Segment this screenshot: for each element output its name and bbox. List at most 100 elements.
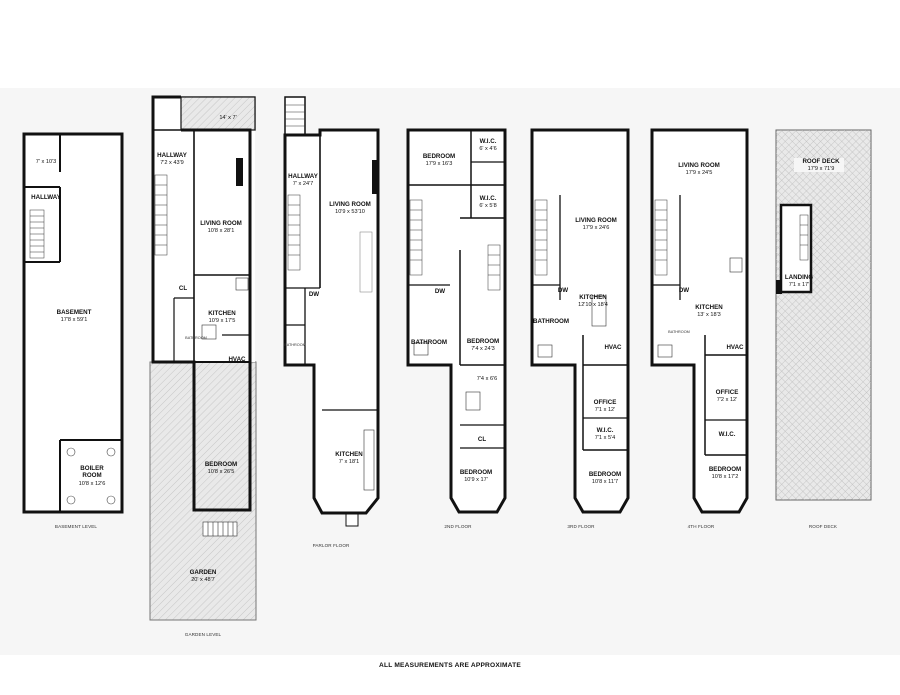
- tub-icon: [201, 324, 217, 340]
- room-dims-label: 17'9 x 24'6: [583, 225, 610, 231]
- fireplace: [236, 158, 243, 186]
- room-dims-label: 7' x 10'3: [36, 159, 57, 165]
- stair-icon: [654, 199, 668, 276]
- boiler-name-line1: BOILER: [80, 465, 104, 472]
- room-name-label: HALLWAY: [288, 173, 319, 180]
- room-name-label: BASEMENT: [57, 309, 92, 316]
- room-dims-label: 12'10 x 18'4: [578, 302, 608, 308]
- room-dims-label: 14' x 7': [219, 115, 236, 121]
- third-floor-outline: [530, 128, 630, 514]
- room-dims-label: 7' x 24'7: [293, 181, 314, 187]
- fourth-floor-plan: LIVING ROOM 17'9 x 24'5 DW KITCHEN 13' x…: [650, 128, 749, 529]
- entry-stoop: [284, 96, 306, 136]
- room-dims-label: 7'1 x 17': [789, 282, 810, 288]
- room-dims-label: 10'9 x 17': [464, 477, 488, 483]
- room-name-label: BEDROOM: [589, 471, 621, 478]
- boiler-icons: [66, 447, 116, 505]
- room-name-label: KITCHEN: [695, 304, 723, 311]
- room-dims-label: 7'1 x 12': [595, 407, 616, 413]
- room-name-label: ROOF DECK: [802, 158, 840, 165]
- room-name-label: HVAC: [228, 356, 246, 363]
- tub-icon: [413, 342, 429, 356]
- room-name-label: LANDING: [785, 274, 813, 281]
- room-dims-label: 10'8 x 17'2: [712, 474, 739, 480]
- room-dims-label: 7'4 x 24'3: [471, 346, 495, 352]
- floor-level-label: BASEMENT LEVEL: [55, 524, 98, 529]
- roof-label-bg: [794, 158, 844, 172]
- room-dims-label: 13' x 18'3: [697, 312, 721, 318]
- room-name-label: DW: [558, 287, 568, 294]
- room-name-label: BEDROOM: [205, 461, 237, 468]
- room-dims-label: 17'9 x 16'3: [426, 161, 453, 167]
- room-name-label: OFFICE: [716, 389, 739, 396]
- room-name-label: DW: [679, 287, 689, 294]
- floor-level-label: 2ND FLOOR: [444, 524, 472, 529]
- staircase-outline: [359, 231, 373, 293]
- room-name-label: W.I.C.: [480, 195, 497, 202]
- room-name-label: KITCHEN: [579, 294, 607, 301]
- island-icon: [591, 295, 607, 327]
- room-name-label: BATHROOM: [533, 318, 569, 325]
- room-name-label: CL: [478, 436, 486, 443]
- room-dims-label: 10'8 x 26'5: [208, 469, 235, 475]
- floor-level-label: GARDEN LEVEL: [185, 632, 222, 637]
- room-name-label: DW: [435, 288, 445, 295]
- floor-level-label: ROOF DECK: [809, 524, 838, 529]
- room-dims-label: 10'8 x 11'7: [592, 479, 618, 485]
- range-icon: [235, 277, 249, 291]
- garden-area: [149, 361, 257, 621]
- garden-stair-icon: [202, 521, 238, 537]
- room-dims-label: 7'4 x 6'6: [477, 376, 498, 382]
- room-name-label: BATHROOM: [284, 343, 306, 347]
- boiler-name-line2: ROOM: [82, 472, 101, 479]
- room-name-label: LIVING ROOM: [329, 201, 371, 208]
- room-dims-label: 6' x 4'6: [479, 146, 496, 152]
- range-icon: [729, 257, 743, 273]
- room-name-label: HVAC: [726, 344, 744, 351]
- room-name-label: W.I.C.: [480, 138, 497, 145]
- room-dims-label: 20' x 48'7: [191, 577, 215, 583]
- room-name-label: HVAC: [604, 344, 622, 351]
- room-dims-label: 7'2 x 43'9: [160, 160, 184, 166]
- second-floor-plan: BEDROOM 17'9 x 16'3 W.I.C. 6' x 4'6 W.I.…: [406, 128, 507, 529]
- room-dims-label: 10'8 x 12'6: [79, 481, 106, 487]
- tub-icon: [657, 344, 673, 358]
- room-dims-label: 10'9 x 17'5: [209, 318, 236, 324]
- top-margin: [0, 0, 900, 88]
- stair-icon: [154, 174, 168, 256]
- room-name-label: BEDROOM: [709, 466, 741, 473]
- room-name-label: BEDROOM: [467, 338, 499, 345]
- room-name-label: BATHROOM: [185, 336, 207, 340]
- garden-level-outline: [151, 95, 252, 512]
- floor-level-label: 4TH FLOOR: [688, 524, 715, 529]
- stair-icon: [29, 209, 45, 259]
- room-name-label: DW: [309, 291, 319, 298]
- parlor-outline: [283, 128, 380, 515]
- room-name-label: KITCHEN: [335, 451, 363, 458]
- stair-icon: [534, 199, 548, 276]
- room-name-label: W.I.C.: [719, 431, 736, 438]
- room-dims-label: 17'9 x 71'9: [808, 166, 835, 172]
- room-name-label: BATHROOM: [411, 339, 447, 346]
- tub-icon: [465, 391, 481, 411]
- room-name-label: GARDEN: [190, 569, 217, 576]
- roof-deck-plan: ROOF DECK 17'9 x 71'9 LANDING 7'1 x 17' …: [775, 129, 872, 529]
- stair-icon: [287, 194, 301, 271]
- hatch-marker: [776, 280, 782, 294]
- room-dims-label: 7' x 18'1: [339, 459, 360, 465]
- garden-level-plan: 14' x 7' HALLWAY 7'2 x 43'9 LIVING ROOM …: [149, 95, 257, 637]
- room-dims-label: 10'8 x 28'1: [208, 228, 235, 234]
- room-dims-label: 7'1 x 5'4: [595, 435, 616, 441]
- room-name-label: OFFICE: [594, 399, 617, 406]
- room-name-label: CL: [179, 285, 187, 292]
- stoop-stair-icon: [285, 104, 305, 127]
- parlor-floor-plan: HALLWAY 7' x 24'7 LIVING ROOM 10'9 x 53'…: [283, 96, 380, 548]
- third-floor-plan: LIVING ROOM 17'9 x 24'6 DW KITCHEN 12'10…: [530, 128, 630, 529]
- second-floor-outline: [406, 128, 507, 514]
- room-name-label: LIVING ROOM: [575, 217, 617, 224]
- tub-icon: [537, 344, 553, 358]
- floor-level-label: 3RD FLOOR: [567, 524, 595, 529]
- stair-icon: [799, 214, 809, 261]
- room-dims-label: 17'9 x 24'5: [686, 170, 713, 176]
